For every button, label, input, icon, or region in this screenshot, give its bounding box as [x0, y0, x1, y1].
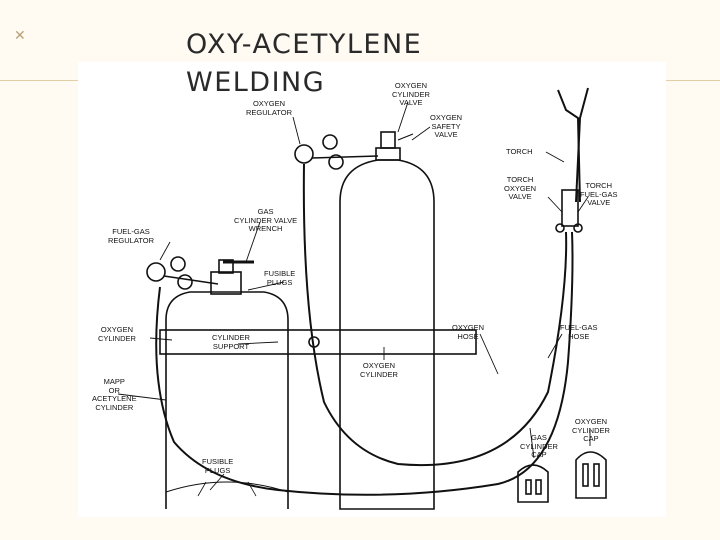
bullet-cross-icon: ✕ [14, 27, 26, 43]
oxygen-cylinder [339, 131, 435, 510]
slide-title-line-1: OXY-ACETYLENE [186, 29, 423, 60]
oxygen-cylinder-cap [575, 451, 607, 499]
torch [555, 87, 589, 233]
slide-title: OXY-ACETYLENE WELDING [186, 26, 422, 102]
hoses [155, 163, 574, 496]
slide-title-line-2: WELDING [186, 67, 326, 98]
gas-cylinder-cap [517, 464, 549, 503]
fuel-gas-regulator [146, 256, 219, 290]
oxygen-regulator [294, 134, 379, 170]
cylinder-support-band [159, 329, 477, 355]
leader-lines [117, 101, 591, 491]
decorative-line-right [666, 80, 720, 81]
label-torch: TORCH [506, 147, 533, 156]
decorative-line-left [0, 80, 80, 81]
